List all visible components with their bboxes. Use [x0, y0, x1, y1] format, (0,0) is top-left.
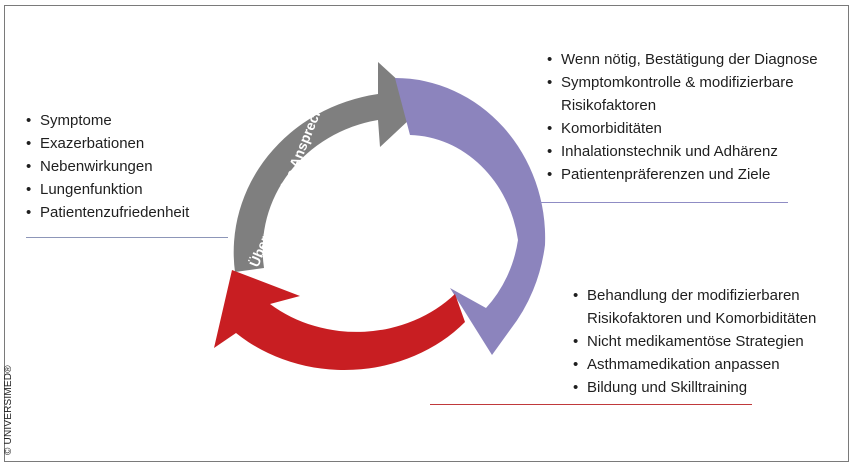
adjust-divider: [430, 404, 752, 405]
adjust-list-item: Asthmamedikation anpassen: [573, 353, 833, 376]
review-list-item: Lungenfunktion: [26, 178, 189, 201]
assess-arrow: [395, 77, 546, 355]
copyright-notice: © UNIVERSIMED®: [3, 365, 14, 455]
adjust-list-item: Bildung und Skilltraining: [573, 376, 833, 399]
assess-list-item: Patientenpräferenzen und Ziele: [547, 163, 822, 186]
review-divider: [26, 237, 228, 238]
adjust-list: Behandlung der modifizierbaren Risikofak…: [573, 284, 833, 399]
adjust-list-item: Nicht medikamentöse Strategien: [573, 330, 833, 353]
review-list: SymptomeExazerbationenNebenwirkungenLung…: [26, 109, 189, 224]
adjust-arrow-label: Beurteilen: [333, 373, 401, 389]
adjust-list-item: Behandlung der modifizierbaren Risikofak…: [573, 284, 833, 330]
review-list-item: Nebenwirkungen: [26, 155, 189, 178]
review-arrow: [233, 62, 425, 272]
assess-list-item: Wenn nötig, Bestätigung der Diagnose: [547, 48, 822, 71]
assess-list-item: Inhalationstechnik und Adhärenz: [547, 140, 822, 163]
figure-frame: [4, 5, 849, 462]
review-list-item: Patientenzufriedenheit: [26, 201, 189, 224]
assess-list-item: Komorbiditäten: [547, 117, 822, 140]
review-list-item: Symptome: [26, 109, 189, 132]
adjust-arrow: [214, 270, 465, 371]
assess-list-item: Symptomkontrolle & modifizierbare Risiko…: [547, 71, 822, 117]
assess-list: Wenn nötig, Bestätigung der DiagnoseSymp…: [547, 48, 822, 186]
review-list-item: Exazerbationen: [26, 132, 189, 155]
assess-divider: [540, 202, 788, 203]
